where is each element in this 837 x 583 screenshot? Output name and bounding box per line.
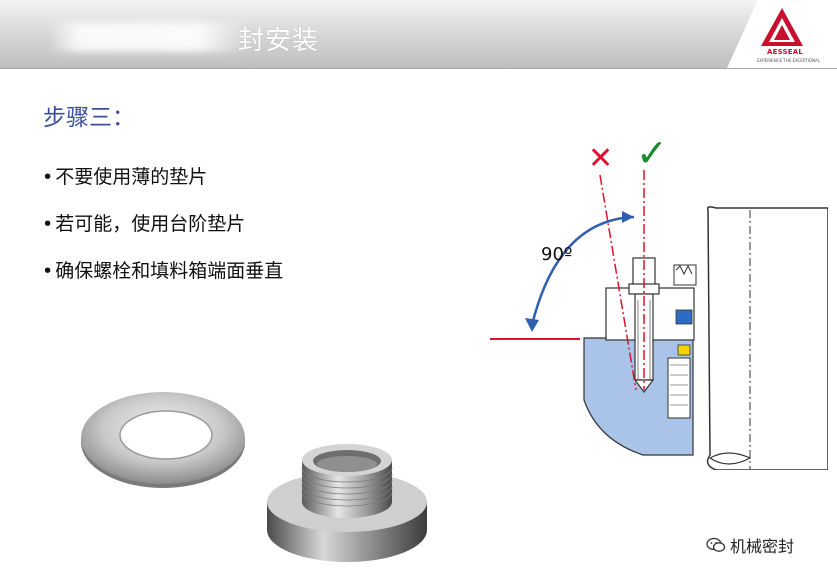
right-mark-icon: ✓ xyxy=(636,131,668,175)
bolt-perpendicular-diagram xyxy=(490,170,828,470)
bullet-item: •不要使用薄的垫片 xyxy=(42,166,208,188)
logo-area: AESSEAL EXPERIENCE THE EXCEPTIONAL xyxy=(727,0,837,68)
header-blurred-region xyxy=(48,22,248,52)
stepped-washer-image xyxy=(267,444,427,562)
bullet-item: •若可能，使用台阶垫片 xyxy=(42,213,246,235)
flat-washer-image xyxy=(81,392,245,488)
wrong-mark-icon: ✕ xyxy=(588,141,614,176)
aesseal-logo-icon xyxy=(761,8,803,46)
bullet-list: •不要使用薄的垫片 •若可能，使用台阶垫片 •确保螺栓和填料箱端面垂直 xyxy=(42,163,283,304)
watermark: 机械密封 xyxy=(706,533,794,557)
logo-wordmark: AESSEAL xyxy=(767,48,804,56)
angle-label: 90º xyxy=(541,244,573,265)
watermark-text: 机械密封 xyxy=(730,537,795,556)
header-bar: 封安装 AESSEAL EXPERIENCE THE EXCEPTIONAL xyxy=(0,0,837,69)
logo-tagline: EXPERIENCE THE EXCEPTIONAL xyxy=(757,58,820,63)
step-title: 步骤三： xyxy=(43,105,135,131)
bullet-item: •确保螺栓和填料箱端面垂直 xyxy=(42,260,284,282)
wechat-icon xyxy=(706,537,726,552)
slide-title: 封安装 xyxy=(238,26,320,56)
